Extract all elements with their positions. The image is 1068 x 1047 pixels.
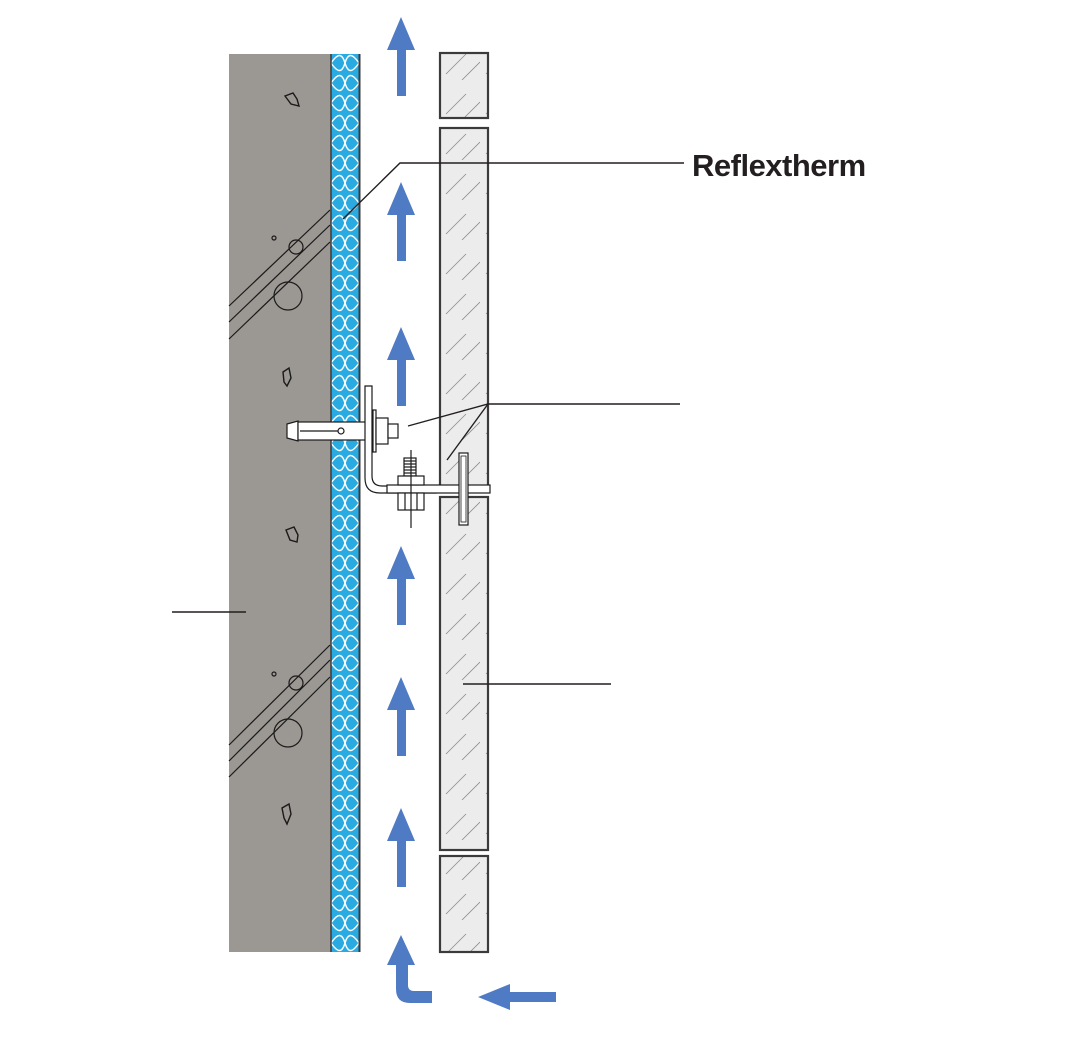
- leader-line-bracket-branch: [446, 403, 489, 461]
- aggregate-stone: [283, 92, 301, 107]
- rebar-group: [228, 209, 331, 340]
- panel-clip: [458, 452, 469, 526]
- product-label-reflextherm: Reflextherm: [692, 148, 866, 183]
- arrow-turn-up-icon: [387, 935, 432, 1003]
- wedge-anchor: [286, 420, 299, 442]
- arrow-up-icon: [387, 182, 415, 261]
- arrow-up-icon: [387, 327, 415, 406]
- cladding-panel: [438, 126, 490, 490]
- arrow-up-icon: [387, 546, 415, 625]
- aggregate-stone: [285, 526, 299, 543]
- aggregate-stone: [282, 366, 292, 388]
- reflective-insulation-layer: [330, 54, 361, 952]
- mounting-bracket-assembly: [286, 385, 491, 528]
- vertical-bolt: [397, 450, 425, 528]
- anchor-nut: [375, 417, 389, 445]
- cladding-panel: [438, 495, 490, 852]
- leader-line-insulation: [342, 162, 684, 220]
- arrow-up-icon: [387, 677, 415, 756]
- leader-lines: [172, 162, 684, 685]
- anchor-bolt-end: [387, 423, 399, 439]
- arrow-left-icon: [478, 984, 556, 1010]
- cladding-panel: [438, 51, 490, 120]
- support-rail: [386, 484, 491, 494]
- aggregate-stone: [281, 802, 292, 826]
- cladding-panel: [438, 854, 490, 954]
- rebar-group: [228, 644, 331, 778]
- airflow-arrows: [387, 17, 556, 1010]
- cladding-panels: [438, 51, 490, 954]
- arrow-up-icon: [387, 17, 415, 96]
- concrete-wall: [228, 54, 331, 952]
- arrow-up-icon: [387, 808, 415, 887]
